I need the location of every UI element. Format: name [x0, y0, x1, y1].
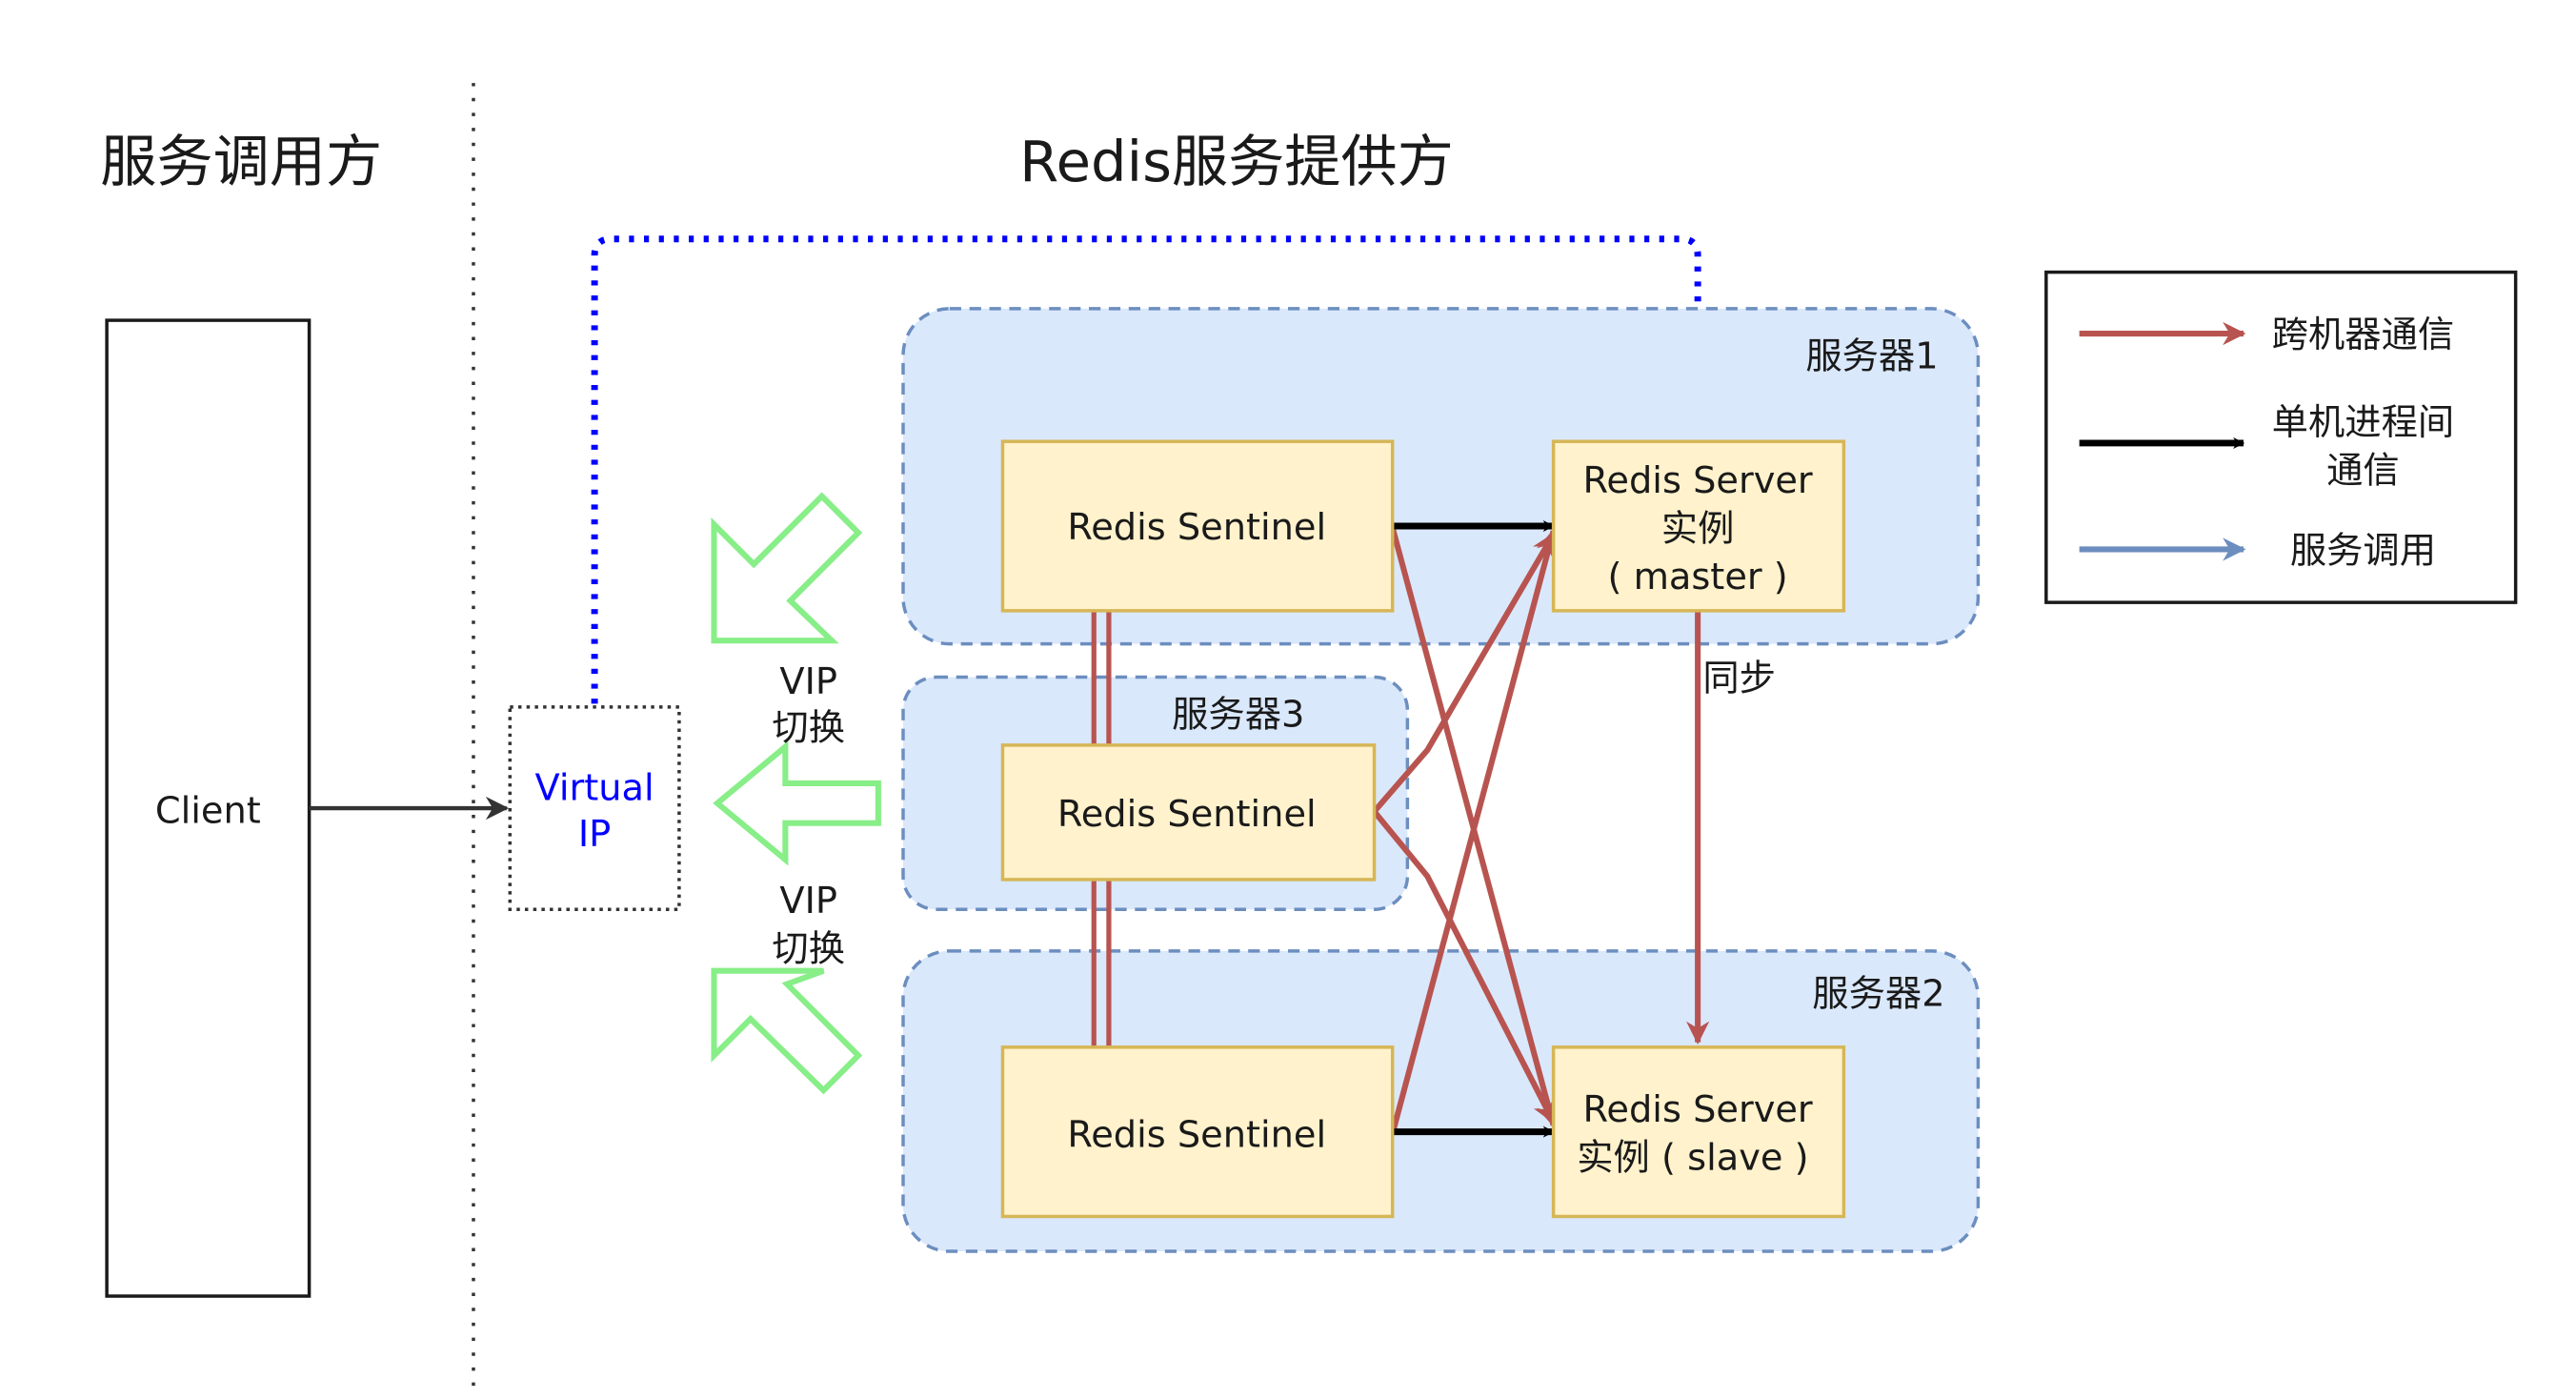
legend-same-machine-label1: 单机进程间	[2272, 401, 2455, 444]
redis-master-line3: ( master )	[1607, 556, 1787, 598]
redis-slave-line1: Redis Server	[1583, 1088, 1813, 1131]
sentinel-server1-label: Redis Sentinel	[1067, 506, 1326, 549]
vip-switch-upper-line1: VIP	[779, 660, 837, 703]
client-label: Client	[155, 790, 261, 833]
sentinel-server3[interactable]	[1000, 743, 1377, 882]
server3-label: 服务器3	[1172, 694, 1304, 737]
virtual-ip-box[interactable]	[508, 705, 681, 912]
legend: 跨机器通信 单机进程间 通信 服务调用	[2044, 270, 2518, 604]
redis-master-line1: Redis Server	[1583, 459, 1813, 502]
legend-service-call-label: 服务调用	[2290, 529, 2436, 572]
redis-slave[interactable]	[1551, 1045, 1846, 1219]
legend-same-machine-label2: 通信	[2326, 450, 2400, 493]
sentinel-server2[interactable]	[1000, 1045, 1395, 1219]
vip-switch-arrow-lower	[711, 967, 863, 1095]
sync-label: 同步	[1702, 657, 1776, 700]
legend-cross-machine-label: 跨机器通信	[2272, 314, 2455, 356]
server2-label: 服务器2	[1812, 972, 1944, 1015]
vip-switch-arrow-middle	[713, 740, 881, 866]
redis-slave-line2: 实例 ( slave )	[1577, 1137, 1808, 1180]
consumer-heading: 服务调用方	[100, 129, 382, 194]
server1-label: 服务器1	[1805, 335, 1938, 378]
client-box[interactable]	[105, 318, 312, 1298]
sentinel-links	[1091, 609, 1112, 1049]
virtual-ip-line2: IP	[578, 813, 611, 856]
provider-heading: Redis服务提供方	[1019, 129, 1454, 194]
vip-switch-lower-line2: 切换	[772, 927, 845, 970]
vip-switch-lower-line1: VIP	[779, 880, 837, 923]
sentinel-server3-label: Redis Sentinel	[1057, 793, 1317, 836]
cross-machine-arrows	[1372, 526, 1710, 1135]
redis-master[interactable]	[1551, 439, 1846, 613]
sentinel-server1[interactable]	[1000, 439, 1395, 613]
sentinel-server2-label: Redis Sentinel	[1067, 1113, 1326, 1156]
virtual-ip-line1: Virtual	[535, 766, 654, 809]
vip-switch-upper-line2: 切换	[772, 707, 845, 750]
vip-switch-arrow-upper	[711, 492, 863, 644]
redis-master-line2: 实例	[1661, 508, 1735, 551]
